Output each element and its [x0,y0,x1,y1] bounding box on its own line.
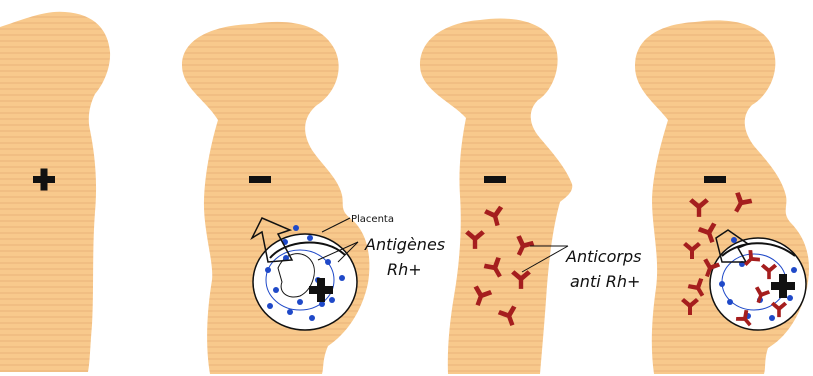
antigens-type-label: Rh+ [387,260,422,279]
antibodies-type-label: anti Rh+ [570,272,640,291]
minus-sign-icon [484,176,506,183]
woman-silhouette [420,18,572,374]
panel-2-pregnant-rh-negative: Placenta Antigènes Rh+ [182,22,445,374]
placenta-label: Placenta [351,214,394,225]
panel-3-woman-with-antibodies: Anticorps anti Rh+ [420,18,641,374]
minus-sign-icon [704,176,726,183]
woman-silhouette [0,12,110,372]
minus-sign-icon [249,176,271,183]
panel-1-woman-rh-positive [0,12,110,372]
panel-4-pregnant-with-antibodies [635,20,809,374]
antigens-label: Antigènes [364,235,445,254]
antibodies-label: Anticorps [565,247,641,266]
